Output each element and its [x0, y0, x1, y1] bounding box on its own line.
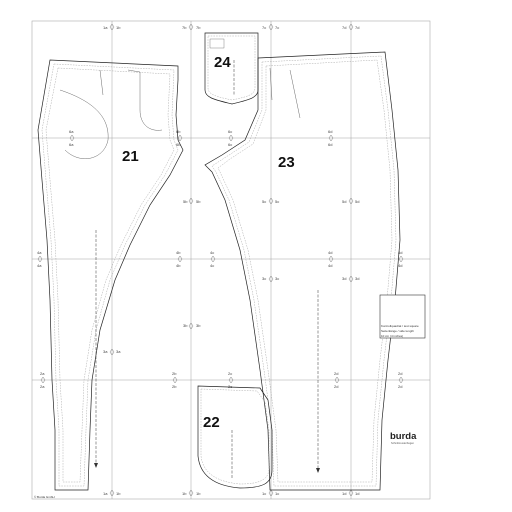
tile-label: 6a: [69, 129, 74, 134]
tile-label: 2d: [398, 384, 402, 389]
tile-label: 1b: [182, 491, 187, 496]
tile-label: 4a: [37, 263, 42, 268]
tile-label: 6c: [228, 129, 232, 134]
tile-label: 3b: [183, 323, 188, 328]
tile-label: 4d: [398, 263, 402, 268]
tile-label: 5b: [196, 199, 201, 204]
tile-label: 4b: [176, 263, 181, 268]
tile-labels: 1a 1b 7b 7b 7c 7c 7d 7d 6a 6a 6b 6b 6c 6…: [37, 23, 404, 497]
piece-number-21: 21: [122, 148, 139, 165]
tile-label: 1d: [342, 491, 346, 496]
tile-label: 1b: [196, 491, 201, 496]
tile-label: 6b: [176, 129, 181, 134]
tile-label: 3c: [262, 276, 266, 281]
tile-label: 3a: [116, 349, 121, 354]
tile-label: 1c: [262, 491, 266, 496]
piece-number-24: 24: [214, 54, 231, 71]
tile-label: 2b: [172, 384, 177, 389]
tile-label: 6a: [69, 142, 74, 147]
tile-label: 2d: [398, 371, 402, 376]
brand-name: burda: [390, 431, 417, 442]
tile-label: 2a: [40, 371, 45, 376]
control-square-subtitle: Seitenlänge / side length: [381, 329, 414, 333]
tile-label: 2a: [40, 384, 45, 389]
tile-label: 7d: [355, 25, 359, 30]
tile-label: 3d: [355, 276, 359, 281]
tile-label: 5c: [262, 199, 266, 204]
tile-label: 6d: [328, 129, 332, 134]
tile-label: 5d: [342, 199, 346, 204]
brand-tagline: Schnittmusterbogen: [391, 441, 415, 445]
piece-number-23: 23: [278, 154, 295, 171]
tile-label: 2c: [228, 384, 232, 389]
tile-label: 4d: [328, 263, 332, 268]
tile-label: 4d: [398, 250, 402, 255]
tile-label: 6b: [176, 142, 181, 147]
tile-label: 7b: [182, 25, 187, 30]
tile-label: 6c: [228, 142, 232, 147]
tile-label: 1b: [116, 491, 121, 496]
sheet-border: [31, 20, 431, 500]
tile-label: 2d: [334, 371, 338, 376]
tile-label: 2d: [334, 384, 338, 389]
tile-label: 7d: [342, 25, 346, 30]
tile-label: 2c: [228, 371, 232, 376]
tile-label: 3d: [342, 276, 346, 281]
tile-label: 6d: [328, 142, 332, 147]
burda-logo: burda Schnittmusterbogen: [390, 431, 417, 445]
pattern-piece-24: [204, 32, 259, 105]
footer-code: © Burda GmbH: [34, 495, 55, 499]
tile-label: 1b: [116, 25, 121, 30]
tile-label: 2b: [172, 371, 177, 376]
tile-label: 7c: [262, 25, 266, 30]
tile-label: 3c: [275, 276, 279, 281]
pattern-piece-22: [197, 385, 273, 489]
tile-label: 4a: [37, 250, 42, 255]
tile-label: 1a: [103, 491, 108, 496]
tile-label: 5b: [183, 199, 188, 204]
diamond-markers: [37, 23, 404, 497]
tile-label: 3b: [196, 323, 201, 328]
tile-label: 5c: [275, 199, 279, 204]
control-square-size: 10 cm (4 inches): [381, 334, 403, 338]
tile-label: 1a: [103, 25, 108, 30]
tile-label: 4b: [176, 250, 181, 255]
tile-label: 3a: [103, 349, 108, 354]
control-square-title: Kontrollquadrat / test square: [381, 324, 419, 328]
tile-label: 7b: [196, 25, 201, 30]
piece-number-22: 22: [203, 414, 220, 431]
control-square: Kontrollquadrat / test square Seitenläng…: [379, 294, 426, 339]
tile-label: 1d: [355, 491, 359, 496]
tile-label: 1c: [275, 491, 279, 496]
tile-label: 5d: [355, 199, 359, 204]
tile-label: 4c: [210, 250, 214, 255]
tile-grid: [32, 21, 430, 499]
tile-label: 4d: [328, 250, 332, 255]
tile-label: 4c: [210, 263, 214, 268]
tile-label: 7c: [275, 25, 279, 30]
pattern-piece-21: [37, 59, 184, 491]
tile-marker-top: 1a 1b 7b 7b 7c 7c 7d 7d: [103, 25, 359, 30]
